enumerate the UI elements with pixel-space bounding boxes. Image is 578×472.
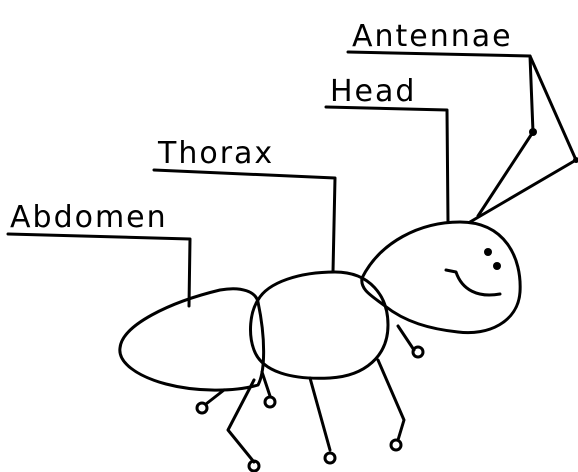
label-abdomen: Abdomen [10,200,168,235]
leg-front-upper-foot [413,347,423,357]
eye-right [493,262,501,270]
label-antennae: Antennae [352,19,513,54]
leg-mid-small [262,372,270,396]
smile [446,270,500,295]
leg-middle-foot [325,453,335,463]
abdomen-outline [120,289,264,390]
leg-middle [310,378,330,450]
leader-thorax [154,170,335,272]
label-head: Head [330,74,416,109]
thorax-outline [251,272,388,378]
leg-front-lower-foot [391,440,401,450]
leg-back-small [206,390,224,404]
leg-back-foot [249,461,259,471]
leg-back-small-foot [197,403,207,413]
leg-back [228,380,254,462]
antenna-line [470,56,576,222]
leg-front-lower [378,360,404,440]
antenna-joint [529,128,537,136]
leader-abdomen [8,234,190,306]
label-thorax: Thorax [157,136,274,171]
leg-front-upper [398,326,414,350]
leg-mid-small-foot [265,397,275,407]
leader-head [326,107,448,222]
eye-left [484,248,492,256]
head-outline [362,222,520,333]
